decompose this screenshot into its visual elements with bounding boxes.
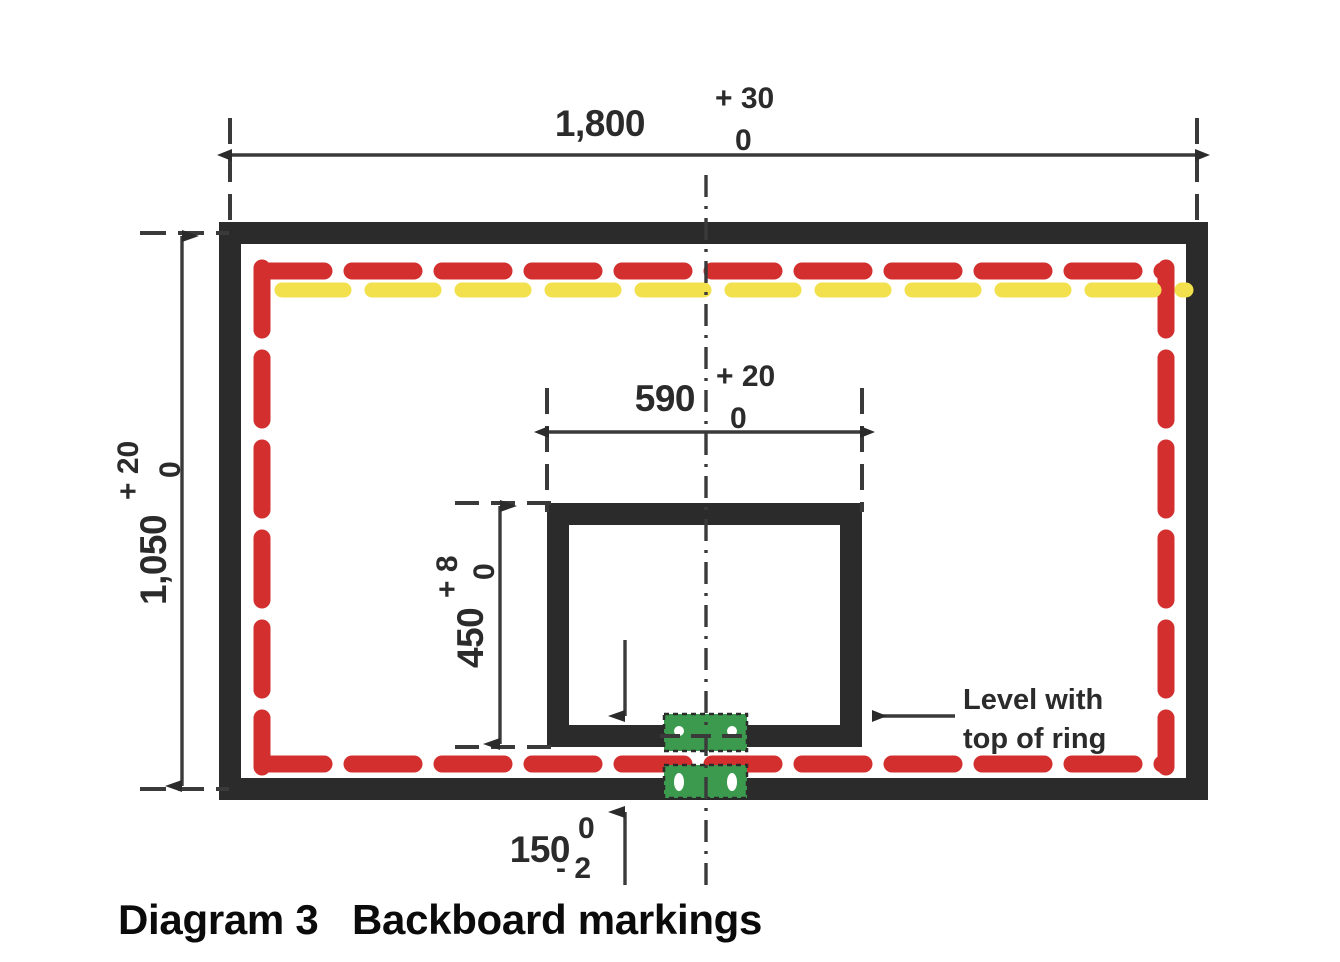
annotation-ring-level-line1: Level with — [963, 684, 1103, 716]
dim-tol-upper-ring-plate: 0 — [578, 812, 595, 845]
mount-hole-upper-left — [674, 726, 684, 736]
dim-tol-upper-inner-height: + 8 — [431, 555, 464, 598]
mount-hole-lower-left — [674, 773, 684, 791]
dim-tol-upper-inner-width: + 20 — [716, 360, 775, 393]
dim-value-inner-width: 590 — [635, 378, 695, 419]
dim-tol-lower-ring-plate: - 2 — [556, 852, 591, 885]
mount-hole-lower-right — [727, 773, 737, 791]
dim-tol-lower-board-width: 0 — [735, 124, 752, 157]
dimension-inner-width: 590 + 20 0 — [534, 360, 875, 512]
dimension-board-height: 1,050 + 20 0 — [112, 230, 229, 792]
dimension-inner-height: 450 + 8 0 — [431, 500, 556, 750]
dim-value-ring-plate-height: 150 — [510, 829, 570, 870]
mount-hole-upper-right — [727, 726, 737, 736]
dim-value-board-width: 1,800 — [555, 103, 645, 144]
figure-caption: Diagram 3 Backboard markings — [118, 896, 762, 943]
dimension-ring-plate-height: 150 0 - 2 — [510, 640, 748, 885]
annotation-ring-level: Level with top of ring — [872, 684, 1106, 755]
caption-title: Backboard markings — [352, 896, 762, 943]
dim-value-board-height: 1,050 — [133, 515, 174, 605]
caption-label: Diagram 3 — [118, 896, 318, 943]
backboard — [219, 222, 1208, 800]
dim-tol-lower-inner-width: 0 — [730, 402, 747, 435]
dim-tol-lower-board-height: 0 — [154, 461, 187, 478]
dim-tol-upper-board-width: + 30 — [715, 82, 774, 115]
dim-tol-upper-board-height: + 20 — [112, 441, 145, 500]
dim-tol-lower-inner-height: 0 — [468, 563, 501, 580]
annotation-ring-level-line2: top of ring — [963, 723, 1106, 755]
dimension-board-width: 1,800 + 30 0 — [217, 82, 1210, 232]
dim-value-inner-height: 450 — [450, 608, 491, 668]
